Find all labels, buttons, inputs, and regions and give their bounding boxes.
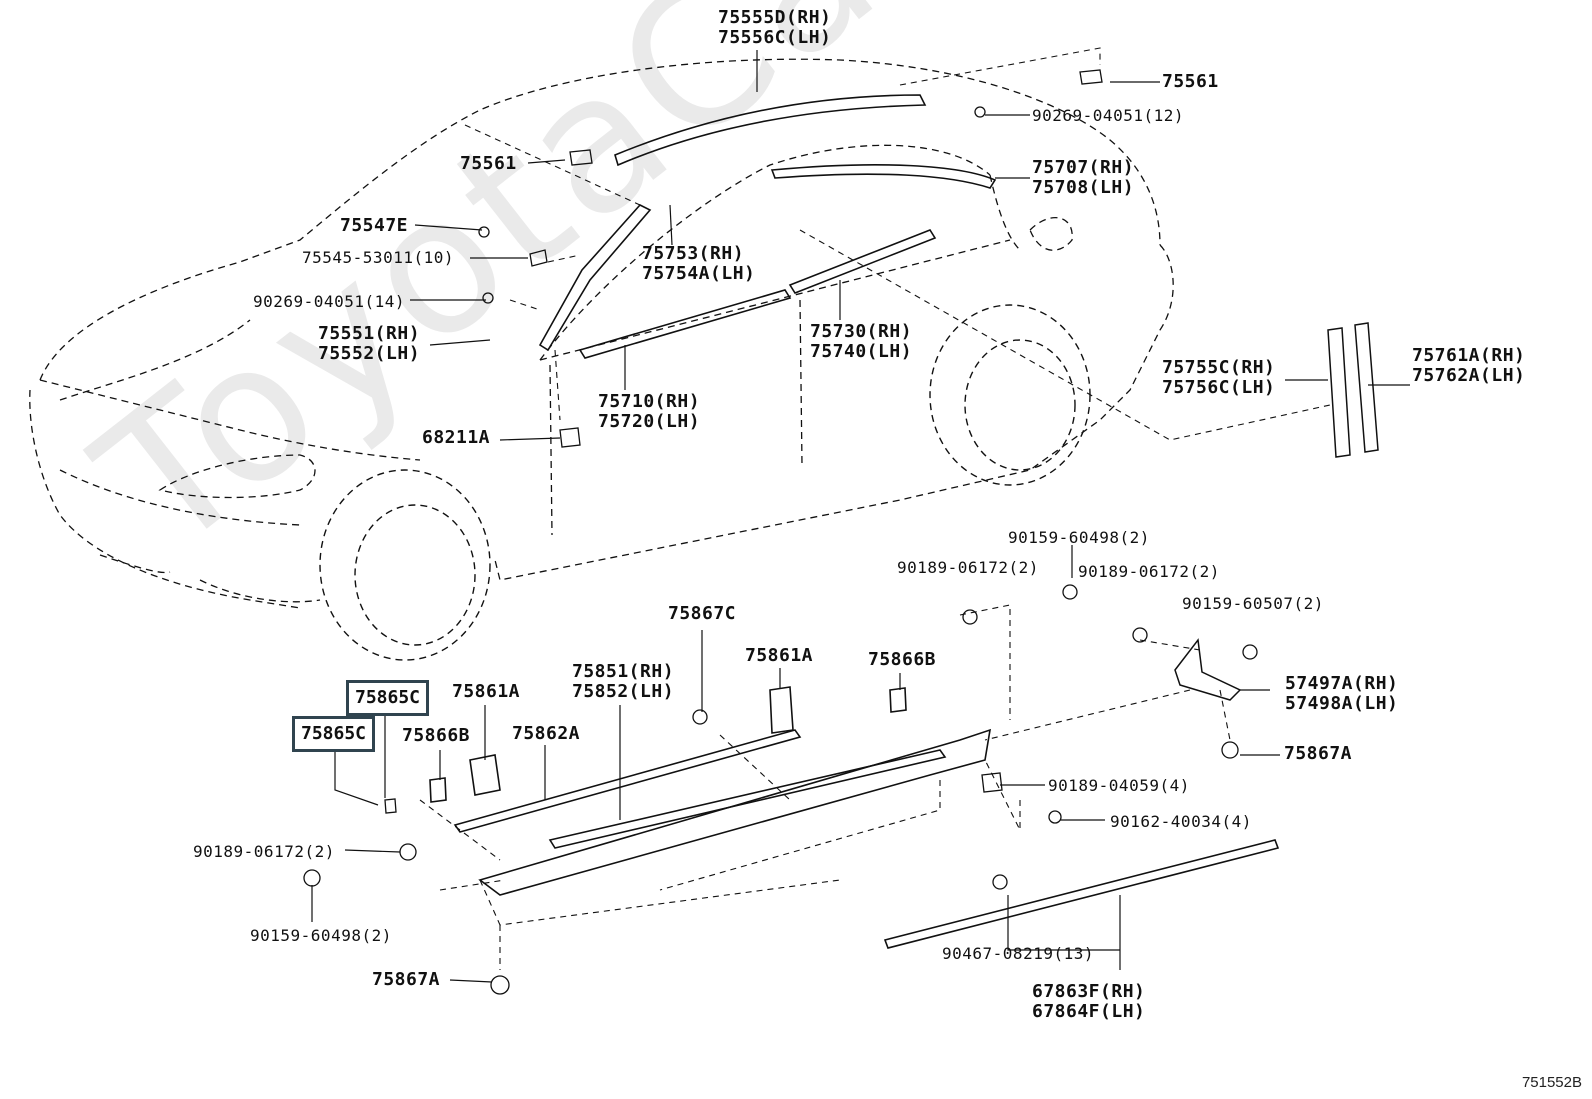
pillar-garnish [1327,322,1379,458]
roof-moulding [538,94,997,359]
assembly-lines [419,47,1331,970]
rear-wheel [929,304,1091,486]
label-75762a: 75762A(LH) [1412,365,1526,386]
label-90162-40034: 90162-40034(4) [1110,812,1252,831]
label-67863f: 67863F(RH) [1032,981,1146,1002]
label-75551: 75551(RH) [318,323,421,344]
label-75862a: 75862A [512,723,581,744]
label-90159-60498-top: 90159-60498(2) [1008,528,1150,547]
label-90467-08219: 90467-08219(13) [942,944,1094,963]
label-75555d: 75555D(RH) [718,7,832,28]
label-75710: 75710(RH) [598,391,701,412]
label-75753: 75753(RH) [642,243,745,264]
label-90159-60498-bottom: 90159-60498(2) [250,926,392,945]
label-90189-04059: 90189-04059(4) [1048,776,1190,795]
highlighted-part-75865c-top[interactable]: 75865C [346,680,430,716]
label-90189-06172-right: 90189-06172(2) [1078,562,1220,581]
label-75552: 75552(LH) [318,343,421,364]
label-75861a-left: 75861A [452,681,521,702]
label-75730: 75730(RH) [810,321,913,342]
label-75851: 75851(RH) [572,661,675,682]
label-90189-06172-bottom: 90189-06172(2) [193,842,335,861]
label-67864f: 67864F(LH) [1032,1001,1146,1022]
label-75545: 75545-53011(10) [302,248,454,267]
car-body-outline [29,58,1174,609]
label-75561-left: 75561 [460,153,517,174]
label-75754a: 75754A(LH) [642,263,756,284]
label-75707: 75707(RH) [1032,157,1135,178]
label-75861a-mid: 75861A [745,645,814,666]
label-75867a-right: 75867A [1284,743,1353,764]
label-75761a: 75761A(RH) [1412,345,1526,366]
leader-lines [311,50,1410,983]
label-75867c: 75867C [668,603,737,624]
label-57498a: 57498A(LH) [1285,693,1399,714]
label-90269-14: 90269-04051(14) [253,292,405,311]
label-75866b-top: 75866B [868,649,937,670]
door-moulding [883,839,1280,949]
label-90189-06172-left: 90189-06172(2) [897,558,1039,577]
label-75720: 75720(LH) [598,411,701,432]
rocker-panel [429,686,992,896]
label-90159-60507: 90159-60507(2) [1182,594,1324,613]
label-75708: 75708(LH) [1032,177,1135,198]
label-75867a-bottom: 75867A [372,969,441,990]
label-75556c: 75556C(LH) [718,27,832,48]
front-wheel [319,469,491,661]
diagram-code: 751552B [1521,1074,1582,1091]
label-75755c: 75755C(RH) [1162,357,1276,378]
label-68211a: 68211A [422,427,491,448]
label-75561-top: 75561 [1162,71,1219,92]
highlighted-part-75865c-left[interactable]: 75865C [292,716,376,752]
label-57497a: 57497A(RH) [1285,673,1399,694]
label-90269-12: 90269-04051(12) [1032,106,1184,125]
label-75740: 75740(LH) [810,341,913,362]
label-75756c: 75756C(LH) [1162,377,1276,398]
label-75547e: 75547E [340,215,409,236]
label-75852: 75852(LH) [572,681,675,702]
label-75866b-left: 75866B [402,725,471,746]
